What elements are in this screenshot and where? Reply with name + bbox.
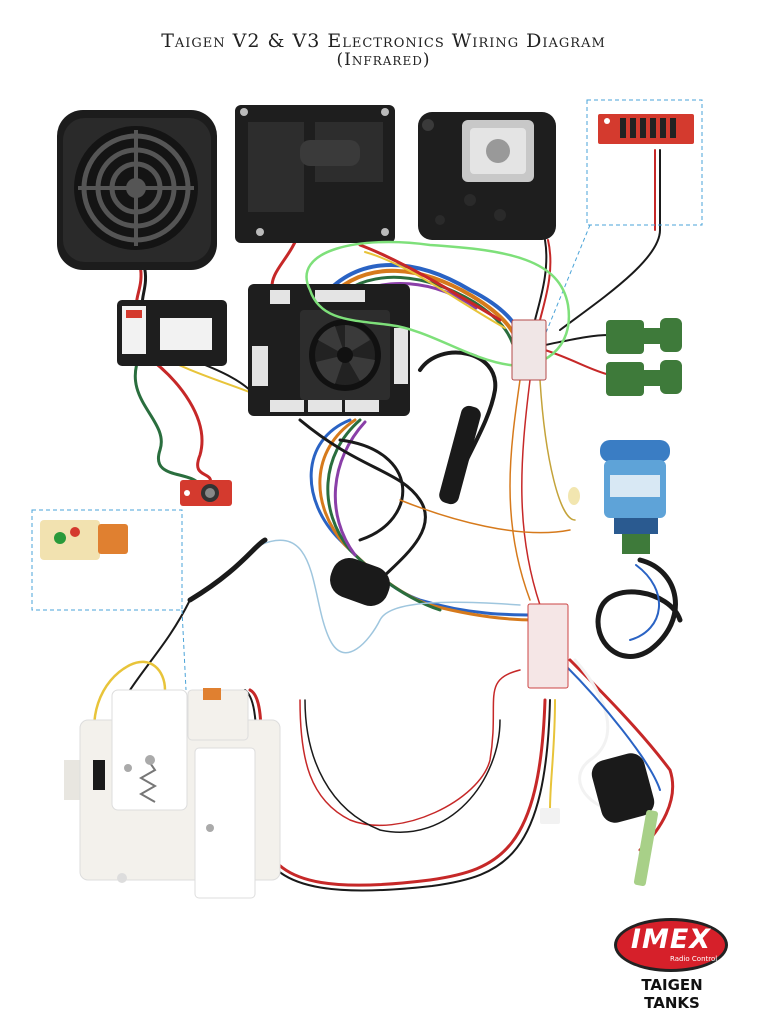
imex-logo: IMEX Radio Control TAIGEN TANKS	[612, 918, 732, 1012]
ir-receiver-callout	[544, 99, 703, 336]
recoil-unit	[235, 105, 395, 243]
gearbox-callout	[31, 509, 187, 691]
shrink-sleeve	[439, 405, 481, 505]
volume-pot-wire	[133, 353, 202, 487]
highlight-outline	[305, 240, 571, 367]
gearbox	[64, 688, 281, 899]
ir-receiver-wire	[559, 149, 661, 331]
logo-brand: IMEX	[630, 924, 712, 955]
volume-pot-board	[180, 480, 232, 506]
lower-twisted-wire	[248, 688, 547, 887]
main-control-board	[248, 284, 410, 416]
wire-harness	[92, 114, 683, 892]
barrel-motor-wire	[595, 557, 683, 659]
logo-badge	[614, 918, 728, 972]
ferrite-ring	[330, 558, 390, 606]
ir-emitter-unit	[568, 440, 670, 554]
diagram-subtitle: (Infrared)	[336, 50, 431, 70]
green-connectors	[606, 318, 682, 396]
harness-connector	[511, 319, 547, 381]
lower-connector-block	[527, 603, 569, 689]
logo-tagline: Radio Control	[670, 955, 718, 963]
diagram-title: Taigen V2 & V3 Electronics Wiring Diagra…	[161, 30, 606, 52]
speaker	[57, 110, 217, 270]
antenna-wire	[259, 539, 521, 654]
sound-module	[117, 300, 227, 366]
smoke-unit	[540, 753, 659, 886]
turret-gearbox	[418, 112, 556, 240]
logo-product-line: TAIGEN TANKS	[641, 976, 703, 1012]
turret-motor-wire	[534, 239, 548, 321]
